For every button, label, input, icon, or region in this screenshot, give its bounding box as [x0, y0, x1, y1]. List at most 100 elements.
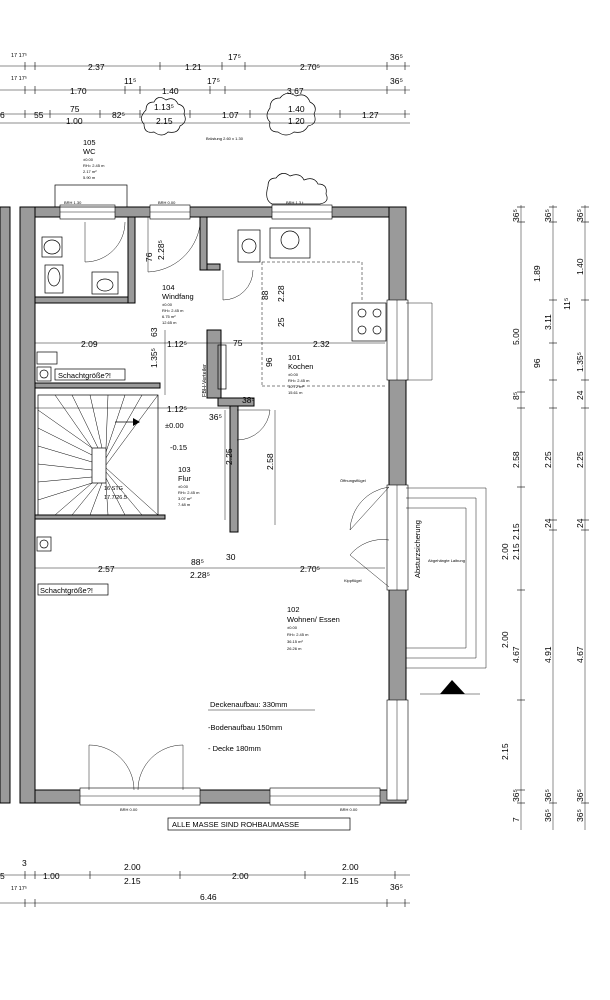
dim-r3-2: 1.35⁵ [575, 352, 585, 372]
dim-2-57: 2.57 [98, 564, 115, 574]
dim-76: 76 [144, 252, 154, 262]
dim-2-285-b: 2.28⁵ [156, 240, 166, 260]
svg-text:±0.00: ±0.00 [162, 302, 173, 307]
svg-text:RH= 2.45 m: RH= 2.45 m [162, 308, 184, 313]
room-wohnen-essen: 102 Wohnen/ Essen ±0.00 RH= 2.45 m 36.15… [287, 605, 340, 651]
room-kochen: 101 Kochen ±0.00 RH= 2.45 m 10.72 m² 15.… [288, 353, 313, 395]
dim-r1-9: 7 [511, 817, 521, 822]
dim-top-r3-0: 6 [0, 110, 5, 120]
svg-text:±0.00: ±0.00 [288, 372, 299, 377]
dim-2-285: 2.28⁵ [190, 570, 210, 580]
deck-line-2: - Decke 180mm [208, 744, 261, 753]
dim-r3-7: 36⁵ [575, 809, 585, 822]
dim-r3-3: 24 [575, 390, 585, 400]
fixtures [36, 227, 387, 552]
dim-r3-1: 1.40 [575, 258, 585, 275]
stair-count: 16 STG [104, 486, 123, 492]
stair-ratio: 17.7/26.5 [104, 495, 127, 501]
dim-25: 25 [276, 317, 286, 327]
door-terrace-2 [137, 744, 184, 791]
door-kitchen [222, 269, 254, 301]
svg-text:BRH 0.00: BRH 0.00 [340, 807, 358, 812]
svg-text:RH= 2.45 m: RH= 2.45 m [178, 490, 200, 495]
svg-text:Kochen: Kochen [288, 362, 313, 371]
svg-text:Brüstung 2.60 x 1.30: Brüstung 2.60 x 1.30 [206, 136, 244, 141]
dim-r1-0: 36⁵ [511, 209, 521, 222]
door-wc [84, 221, 126, 263]
dim-bot-r1-0: 5 [0, 871, 5, 881]
dim-2-58: 2.58 [265, 453, 275, 470]
dim-r1-3: 2.58 [511, 451, 521, 468]
deck-title: Deckenaufbau: 330mm [210, 700, 288, 709]
absturz-label: Absturzsicherung [413, 520, 422, 578]
dim-1-125-b: 1.12⁵ [167, 404, 187, 414]
dim-top-r3b-0: 1.00 [66, 116, 83, 126]
dim-r1-4: 2.15 [511, 543, 521, 560]
dim-bot-r2-2: 36⁵ [390, 882, 403, 892]
room-wc: 105 WC ±0.00 RH= 2.45 m 2.17 m² 5.90 m [54, 138, 128, 208]
deck-line-1: -Bodenaufbau 150mm [208, 723, 282, 732]
dim-r1-1: 5.00 [511, 328, 521, 345]
dim-r3-5: 24 [575, 518, 585, 528]
dim-r2-11: 36⁵ [543, 789, 553, 802]
dim-r2-5: 2.25 [543, 451, 553, 468]
svg-text:6.75 m²: 6.75 m² [162, 314, 176, 319]
svg-text:BRH 0.00: BRH 0.00 [120, 807, 138, 812]
deck-notes: Deckenaufbau: 330mm -Bodenaufbau 150mm -… [208, 700, 315, 753]
dim-bot-r1-3: 2.00 [124, 862, 141, 872]
dim-top-r2-4: 17⁵ [207, 76, 220, 86]
svg-text:BRH 0.00: BRH 0.00 [158, 200, 176, 205]
dim-2-32: 2.32 [313, 339, 330, 349]
dim-bot-r1-2: 1.00 [43, 871, 60, 881]
dim-r2-4: 11⁵ [562, 298, 572, 310]
svg-text:BRH 1.30: BRH 1.30 [64, 200, 82, 205]
svg-text:±0.00: ±0.00 [287, 625, 298, 630]
dim-r3-4: 2.25 [575, 451, 585, 468]
svg-text:RH= 2.45 m: RH= 2.45 m [287, 632, 309, 637]
revision-cloud-2 [266, 93, 316, 136]
terrace-outline [406, 302, 487, 695]
dim-top-r1-3: 17⁵ [228, 52, 241, 62]
dim-top-r3-3: 82⁵ [112, 110, 125, 120]
svg-text:7.48 m: 7.48 m [178, 502, 191, 507]
svg-text:RH= 2.45 m: RH= 2.45 m [288, 378, 310, 383]
svg-text:Kippflügel: Kippflügel [344, 578, 362, 583]
svg-text:±0.00: ±0.00 [178, 484, 189, 489]
dim-885: 88⁵ [191, 557, 204, 567]
dim-2-25: 2.25 [224, 448, 234, 465]
svg-text:10.72 m²: 10.72 m² [288, 384, 304, 389]
dim-88: 88 [260, 290, 270, 300]
svg-text:103: 103 [178, 465, 191, 474]
dim-bot-r1-4: 2.15 [124, 876, 141, 886]
dim-1-355: 1.35⁵ [149, 348, 159, 368]
door-terrace-1 [88, 744, 135, 791]
svg-text:Abgehängte Laibung: Abgehängte Laibung [428, 558, 465, 563]
dim-30: 30 [226, 552, 236, 562]
dim-top-r3b-2: 2.15 [156, 116, 173, 126]
dim-top-r3b-4: 1.20 [288, 116, 305, 126]
dim-r1-7: 2.15 [500, 743, 510, 760]
dim-bot-r1-6: 2.00 [342, 862, 359, 872]
dim-2-705: 2.70⁵ [300, 564, 320, 574]
dim-2-28: 2.28 [276, 285, 286, 302]
dim-r2-3: 96 [532, 358, 542, 368]
right-dimensions: 36⁵ 5.00 8⁵ 2.58 2.15 2.00 2.00 2.15 36⁵… [500, 205, 589, 830]
svg-text:±0.00: ±0.00 [83, 157, 94, 162]
dim-r1-5: 2.00 [500, 543, 510, 560]
dim-96: 96 [264, 357, 274, 367]
dim-365: 36⁵ [209, 412, 222, 422]
small-notes: BRH 1.30 BRH 0.00 BRH 1.3 t BRH 0.00 BRH… [64, 136, 465, 812]
svg-text:5.90 m: 5.90 m [83, 175, 96, 180]
dim-bot-r2-1: 6.46 [200, 892, 217, 902]
svg-text:Wohnen/ Essen: Wohnen/ Essen [287, 615, 340, 624]
dim-r2-9: 4.91 [543, 646, 553, 663]
dim-r3-6: 36⁵ [575, 789, 585, 802]
dim-top-r2-3: 1.40 [162, 86, 179, 96]
footer-note: ALLE MASSE SIND ROHBAUMASSE [172, 820, 299, 829]
dim-top-r1-0: 17 17⁵ [11, 52, 27, 59]
dim-r2-2: 3.11 [543, 314, 553, 330]
doors [84, 217, 390, 791]
dim-bot-r1-5: 2.00 [232, 871, 249, 881]
dim-r2-12: 36⁵ [543, 809, 553, 822]
